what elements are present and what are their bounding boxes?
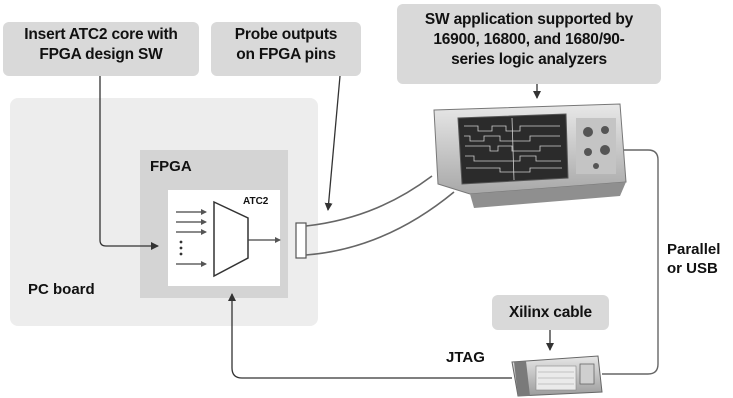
callout-insert-core-line1: Insert ATC2 core with — [24, 26, 178, 43]
atc2-label: ATC2 — [243, 196, 269, 207]
parallel-usb-link — [602, 149, 659, 375]
callout-sw-application-line3: series logic analyzers — [451, 51, 607, 68]
probe-cable — [305, 175, 455, 256]
probe-connector — [295, 222, 307, 259]
callout-sw-application: SW application supported by 16900, 16800… — [397, 4, 661, 84]
callout-probe-outputs-line1: Probe outputs — [234, 26, 338, 43]
ellipsis-dots — [179, 240, 183, 256]
parallel-usb-line2: or USB — [667, 260, 718, 277]
mux-symbol — [213, 200, 249, 278]
callout-insert-core: Insert ATC2 core with FPGA design SW — [3, 22, 199, 76]
callout-xilinx-cable: Xilinx cable — [492, 295, 609, 330]
fpga-label: FPGA — [150, 158, 192, 175]
parallel-usb-label: Parallel or USB — [667, 240, 720, 278]
jtag-label: JTAG — [446, 349, 485, 366]
callout-probe-outputs: Probe outputs on FPGA pins — [211, 22, 361, 76]
callout-sw-application-line1: SW application supported by — [424, 11, 634, 28]
callout-probe-outputs-line2: on FPGA pins — [236, 46, 336, 63]
xilinx-cable-image — [511, 355, 603, 397]
callout-sw-application-line2: 16900, 16800, and 1680/90- — [433, 31, 625, 48]
mux-inputs — [176, 209, 207, 267]
logic-analyzer-image — [433, 103, 627, 208]
callout-insert-core-line2: FPGA design SW — [39, 46, 163, 63]
parallel-usb-line1: Parallel — [667, 241, 721, 258]
jtag-link — [228, 293, 512, 379]
callout-xilinx-cable-label: Xilinx cable — [509, 304, 592, 321]
pc-board-label: PC board — [28, 281, 95, 298]
insert-core-arrow — [99, 76, 159, 250]
probe-outputs-arrow — [324, 75, 341, 211]
